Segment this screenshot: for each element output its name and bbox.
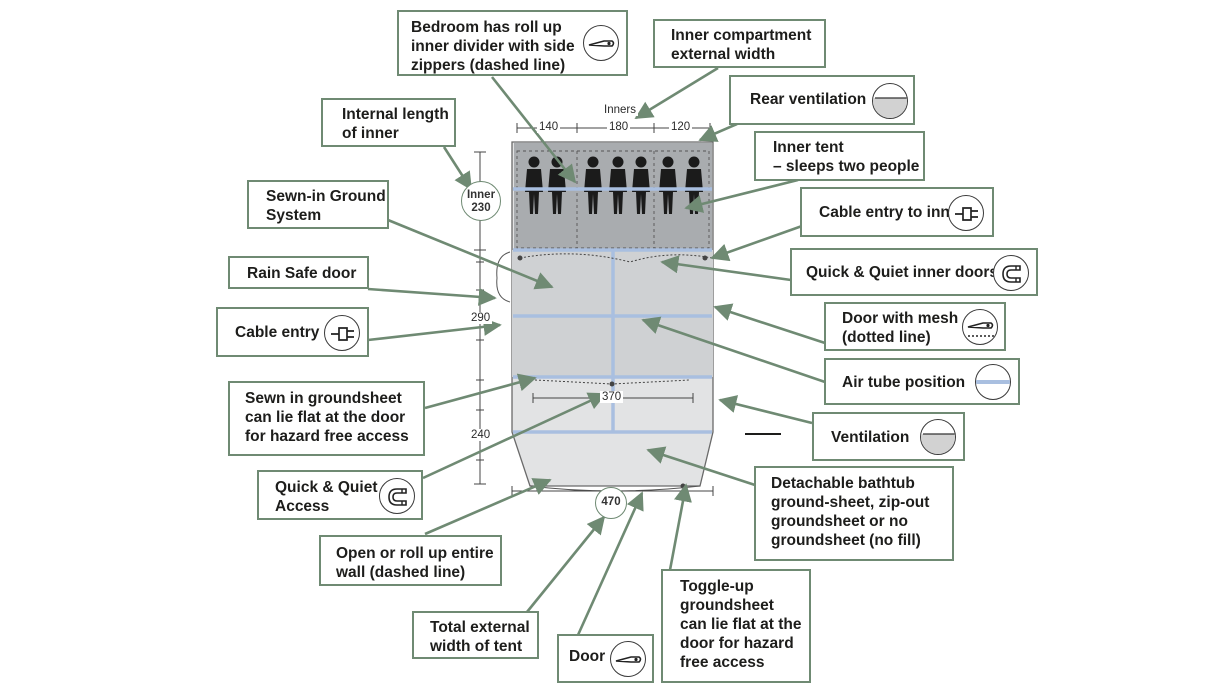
callout-text: Total external width of tent xyxy=(430,619,530,655)
inner-length-label: Inner xyxy=(466,189,496,201)
callout-inner-tent: Inner tent – sleeps two people xyxy=(754,131,925,181)
inners-label: Inners xyxy=(602,104,638,116)
callout-text: Sewn-in Ground System xyxy=(266,188,386,224)
callout-text: Open or roll up entire wall (dashed line… xyxy=(336,545,494,581)
callout-text: Bedroom has roll up inner divider with s… xyxy=(411,19,575,74)
air-tubes xyxy=(513,187,712,434)
callout-door: Door xyxy=(557,634,654,683)
side-290: 290 xyxy=(469,312,493,324)
callout-inner-width: Inner compartment external width xyxy=(653,19,826,68)
callout-text: Toggle-up groundsheet can lie flat at th… xyxy=(680,578,802,671)
callout-detachable-bathtub: Detachable bathtub ground-sheet, zip-out… xyxy=(754,466,954,561)
bedroom-divider xyxy=(516,150,710,249)
inner-length-value: 230 xyxy=(471,202,491,214)
side-240: 240 xyxy=(469,429,493,441)
callout-quick-quiet-access: Quick & Quiet Access xyxy=(257,470,423,520)
total-width-value: 470 xyxy=(601,496,621,508)
callout-sewn-groundsheet: Sewn in groundsheet can lie flat at the … xyxy=(228,381,425,456)
plug-icon xyxy=(324,315,360,351)
callout-text: Door xyxy=(569,648,606,665)
callout-text: Ventilation xyxy=(831,429,910,446)
callout-ventilation: Ventilation xyxy=(812,412,965,461)
zipper-pull-icon xyxy=(583,25,619,61)
zipper-pull-icon xyxy=(610,641,646,677)
callout-door-mesh: Door with mesh (dotted line) xyxy=(824,302,1006,351)
callout-text: Inner compartment external width xyxy=(671,27,812,63)
vent-icon xyxy=(872,83,908,119)
callout-bedroom-divider: Bedroom has roll up inner divider with s… xyxy=(397,10,628,76)
callout-rain-safe: Rain Safe door xyxy=(228,256,369,289)
zipper-mesh-icon xyxy=(962,309,998,345)
callout-text: Sewn in groundsheet can lie flat at the … xyxy=(245,390,409,445)
plug-icon xyxy=(948,195,984,231)
callout-toggle-up: Toggle-up groundsheet can lie flat at th… xyxy=(661,569,811,683)
width-180: 180 xyxy=(607,121,631,133)
callout-total-width: Total external width of tent xyxy=(412,611,539,659)
air-tube-icon xyxy=(975,364,1011,400)
inner-length-circle: Inner 230 xyxy=(461,181,501,221)
vent-icon xyxy=(920,419,956,455)
callout-text: Door with mesh (dotted line) xyxy=(842,310,959,346)
callout-text: Rain Safe door xyxy=(247,265,357,282)
callout-text: Air tube position xyxy=(842,374,966,391)
callout-text: Quick & Quiet Access xyxy=(275,479,378,515)
callout-text: Inner tent – sleeps two people xyxy=(773,139,920,175)
callout-cable-entry-inner: Cable entry to inn xyxy=(800,187,994,237)
total-width-circle: 470 xyxy=(595,487,627,519)
callout-text: Rear ventilation xyxy=(750,91,867,108)
width-120: 120 xyxy=(669,121,693,133)
callout-text: Detachable bathtub ground-sheet, zip-out… xyxy=(771,475,930,549)
callout-text: Quick & Quiet inner doors xyxy=(806,264,999,281)
bedroom-area xyxy=(514,143,712,251)
callout-text: Cable entry xyxy=(235,324,320,341)
width-140: 140 xyxy=(537,121,561,133)
callout-air-tube: Air tube position xyxy=(824,358,1020,405)
depth-370: 370 xyxy=(600,391,624,403)
callout-quick-quiet-inner: Quick & Quiet inner doors xyxy=(790,248,1038,296)
callout-open-roll-wall: Open or roll up entire wall (dashed line… xyxy=(319,535,502,586)
callout-text: Internal length of inner xyxy=(342,106,449,142)
magnet-icon xyxy=(993,255,1029,291)
callout-cable-entry: Cable entry xyxy=(216,307,369,357)
callout-rear-ventilation: Rear ventilation xyxy=(729,75,915,125)
callout-sewn-ground: Sewn-in Ground System xyxy=(247,180,389,229)
magnet-icon xyxy=(379,478,415,514)
callout-internal-length: Internal length of inner xyxy=(321,98,456,147)
callout-text: Cable entry to inn xyxy=(819,204,950,221)
leader-lines xyxy=(367,66,826,636)
